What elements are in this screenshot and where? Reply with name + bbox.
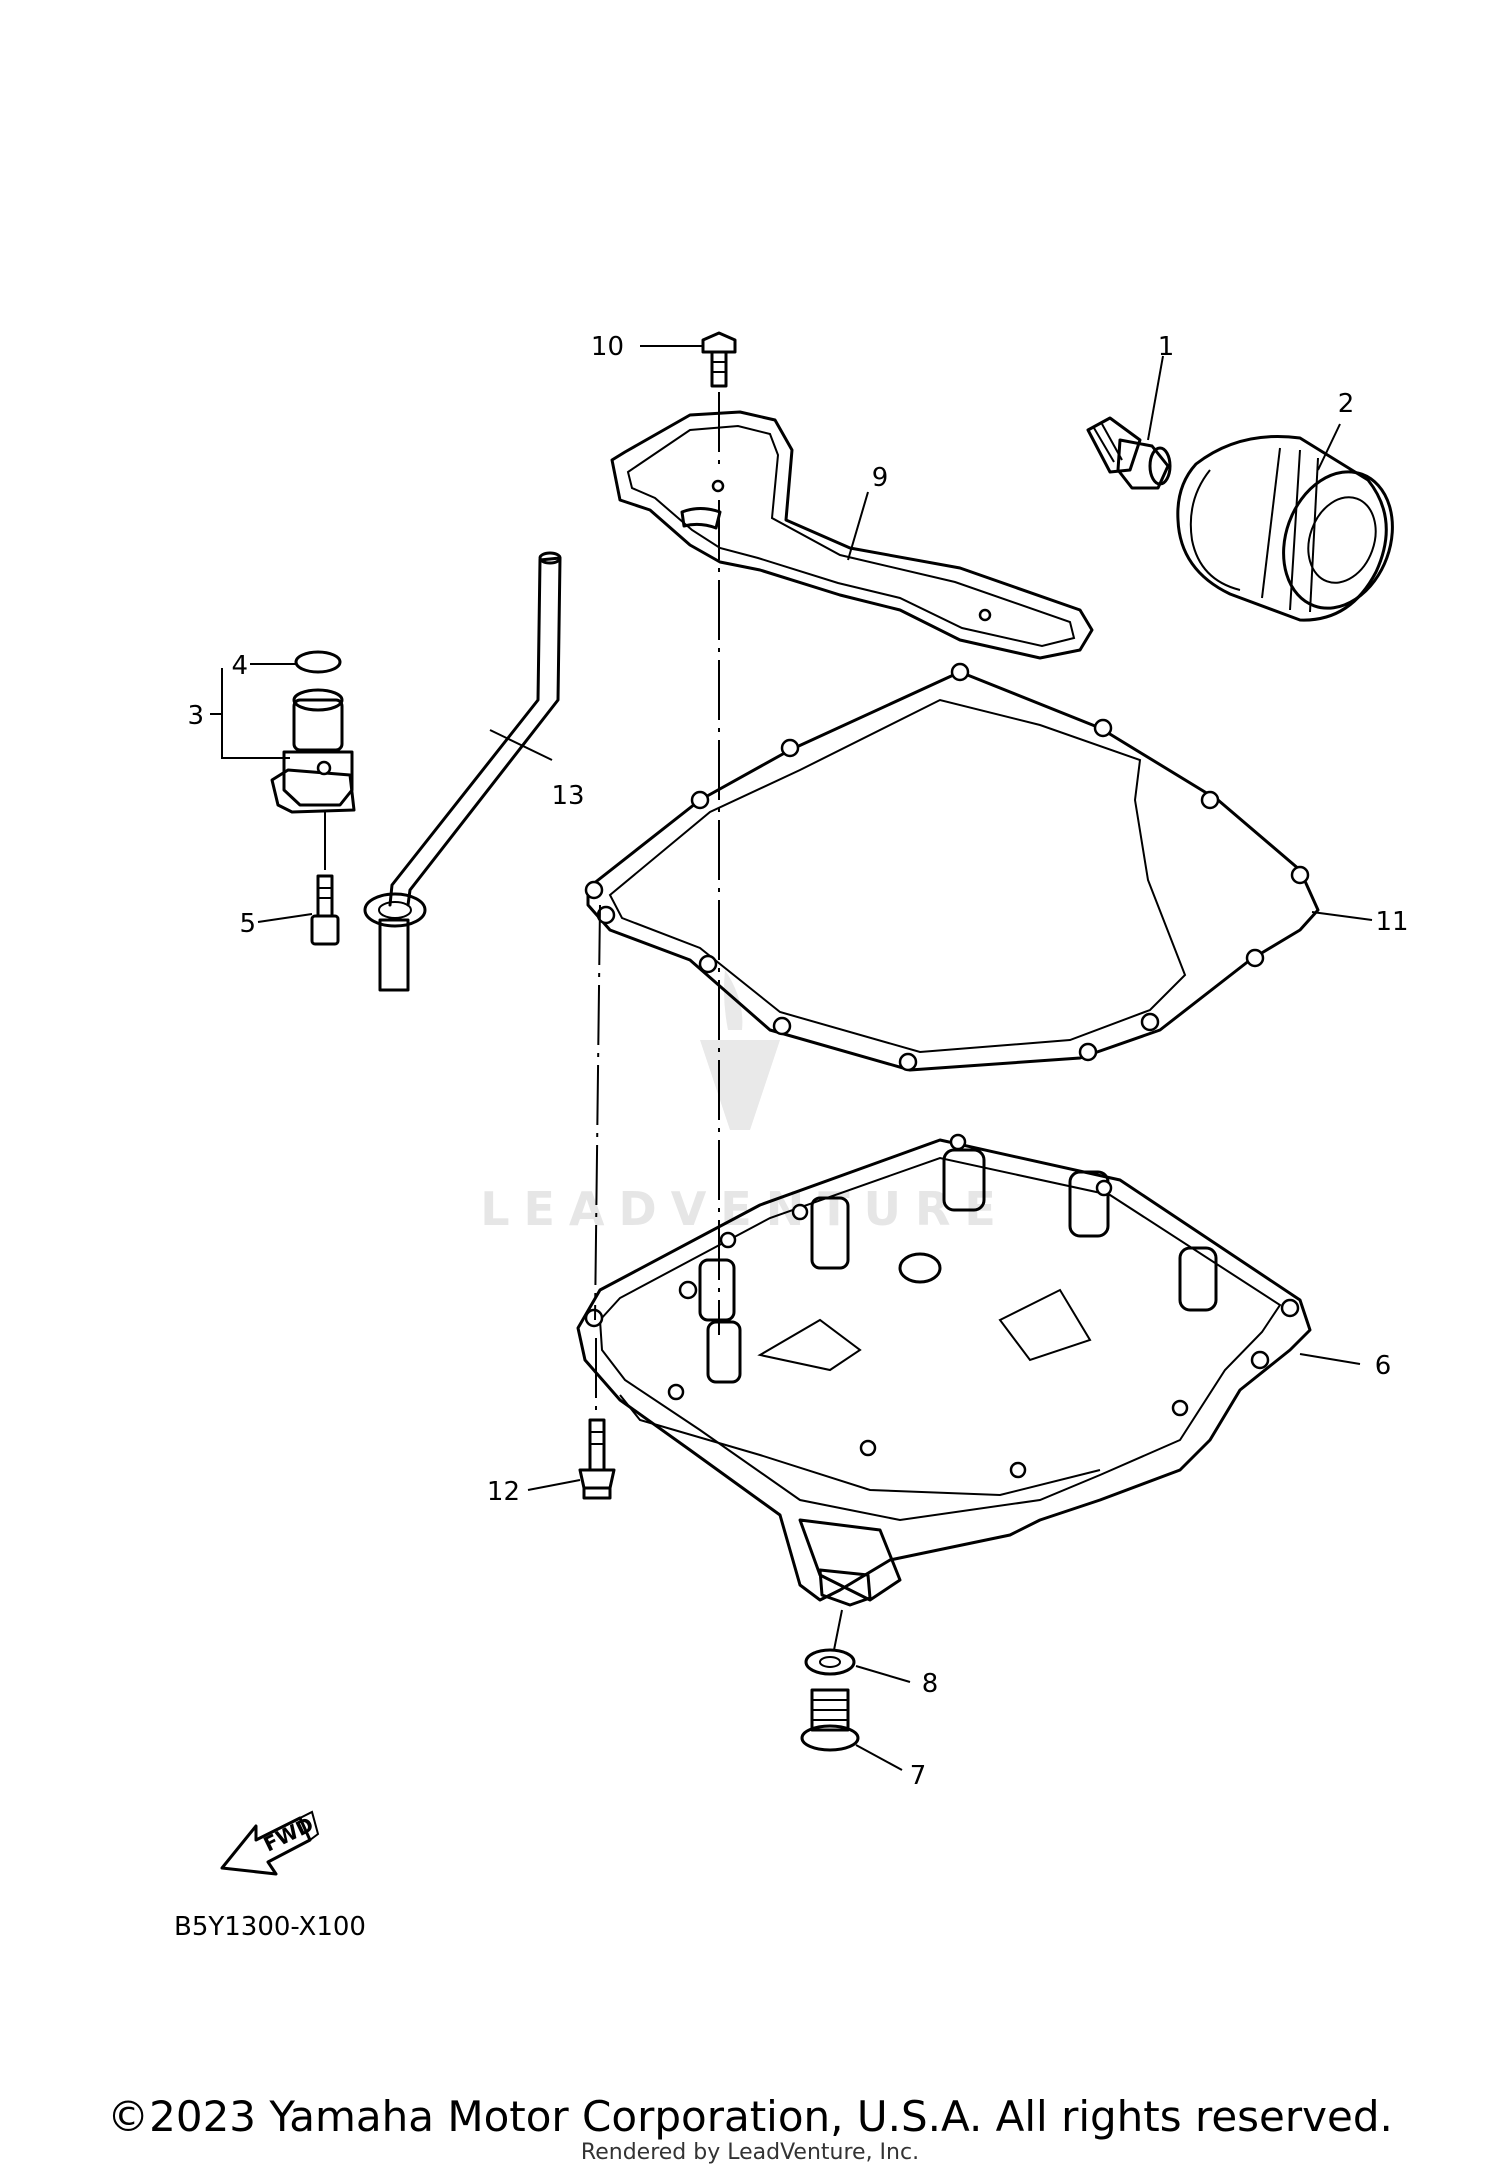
part-2-oil-filter[interactable]: [1176, 434, 1411, 623]
callout-10: 10: [591, 332, 624, 362]
part-1-union-bolt[interactable]: [1086, 416, 1172, 490]
callout-2: 2: [1338, 389, 1355, 419]
part-6-oil-pan[interactable]: [576, 1133, 1312, 1607]
part-8-washer[interactable]: [804, 1648, 856, 1676]
forward-direction-arrow: FWD: [220, 1810, 320, 1876]
part-7-drain-plug[interactable]: [800, 1688, 860, 1752]
callout-labels: 10 1 2 9 4 3 5 13 11 6 12 8 7: [187, 332, 1408, 1791]
part-11-gasket[interactable]: [584, 662, 1320, 1072]
callout-13: 13: [551, 781, 584, 811]
callout-3: 3: [187, 701, 204, 731]
callout-4: 4: [231, 651, 248, 681]
leader-lines: [210, 345, 1373, 1771]
callout-6: 6: [1375, 1351, 1392, 1381]
rendered-by-credit: Rendered by LeadVenture, Inc.: [580, 2140, 920, 2165]
callout-7: 7: [910, 1761, 927, 1791]
callout-1: 1: [1158, 332, 1175, 362]
callout-11: 11: [1375, 907, 1408, 937]
callout-5: 5: [239, 909, 256, 939]
part-3-fitting[interactable]: [270, 688, 356, 814]
part-13-oil-pipe[interactable]: [363, 551, 562, 992]
assembly-lines: [324, 392, 843, 1651]
watermark-text: LEADVENTURE: [480, 1182, 1010, 1236]
part-12-bolt[interactable]: [578, 1418, 616, 1500]
copyright-notice: ©2023 Yamaha Motor Corporation, U.S.A. A…: [107, 2092, 1393, 2141]
part-5-bolt[interactable]: [310, 874, 340, 946]
part-10-bolt[interactable]: [701, 331, 737, 388]
part-4-o-ring[interactable]: [294, 650, 342, 674]
callout-8: 8: [922, 1669, 939, 1699]
callout-9: 9: [872, 463, 889, 493]
part-9-baffle-plate[interactable]: [610, 410, 1094, 660]
leadventure-watermark: LEADVENTURE: [480, 970, 1010, 1236]
diagram-code: B5Y1300-X100: [174, 1912, 366, 1942]
callout-12: 12: [487, 1477, 520, 1507]
